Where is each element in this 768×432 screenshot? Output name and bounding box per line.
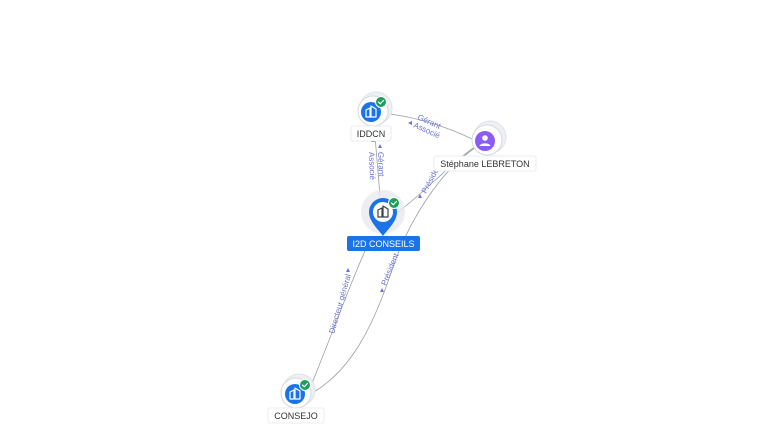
arrow-icon: [418, 194, 422, 198]
building-icon: [285, 384, 305, 404]
node-consejo[interactable]: CONSEJO: [267, 373, 325, 424]
node-label-i2d-conseils: I2D CONSEILS: [352, 239, 414, 249]
edge-label-directeur-general: Directeur général: [327, 273, 353, 335]
person-icon: [475, 131, 495, 151]
node-i2d-conseils[interactable]: I2D CONSEILS: [347, 190, 420, 251]
node-iddcn[interactable]: IDDCN: [350, 91, 393, 142]
check-badge-icon: [299, 379, 311, 391]
check-badge-icon: [375, 96, 387, 108]
node-label-stephane-lebreton: Stéphane LEBRETON: [440, 159, 529, 169]
edge-consejo-stephane[interactable]: [313, 145, 479, 393]
arrow-icon: [346, 268, 350, 272]
node-stephane-lebreton[interactable]: Stéphane LEBRETON: [433, 120, 537, 172]
edge-iddcn-stephane[interactable]: [389, 113, 475, 141]
building-icon: [377, 205, 389, 218]
edge-label-gerant: Gérant: [376, 152, 386, 178]
arrow-icon: [378, 144, 382, 148]
edge-i2d-stephane[interactable]: [397, 145, 477, 213]
building-icon: [361, 102, 381, 122]
node-label-iddcn: IDDCN: [357, 129, 386, 139]
edge-label-president: Président: [380, 251, 401, 286]
arrow-icon: [408, 121, 412, 125]
arrow-icon: [380, 288, 384, 292]
node-label-consejo: CONSEJO: [274, 411, 318, 421]
edge-label-associe: Associé: [367, 152, 377, 181]
check-badge-icon: [388, 197, 400, 209]
